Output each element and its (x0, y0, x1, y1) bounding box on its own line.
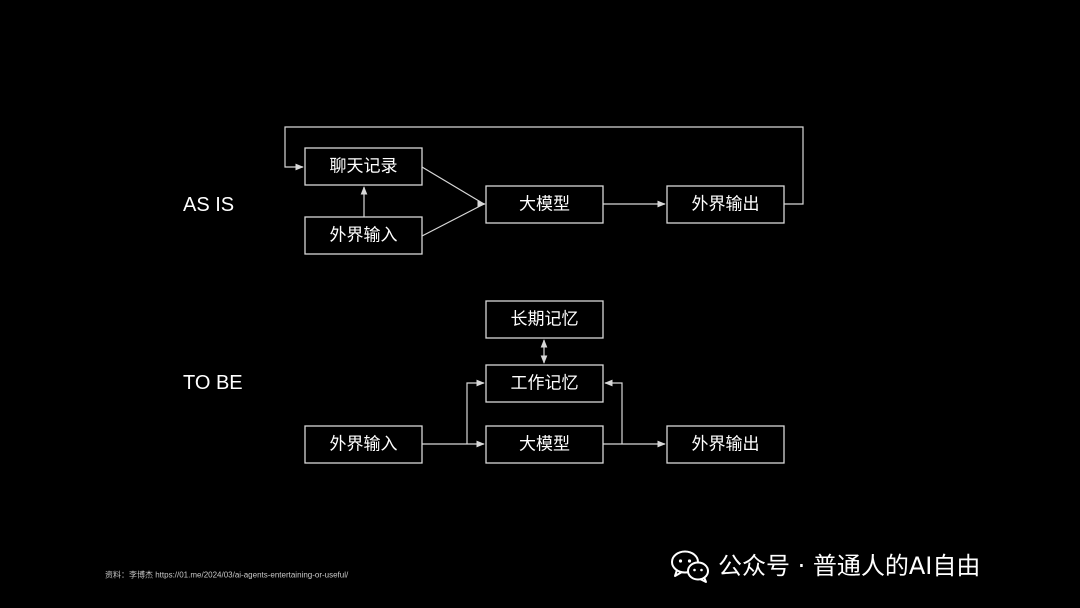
as-is-external-input-box: 外界输入 (304, 216, 423, 255)
as-is-history-to-llm-line (421, 166, 485, 205)
to-be-label: TO BE (183, 372, 243, 394)
to-be-long-term-memory-box: 长期记忆 (485, 300, 604, 339)
as-is-feedback-loop-arrow (284, 126, 804, 205)
as-is-external-output-text: 外界输出 (692, 195, 760, 215)
to-be-long-term-memory-text: 长期记忆 (511, 310, 579, 330)
source-citation: 资料：李博杰 https://01.me/2024/03/ai-agents-e… (105, 570, 349, 580)
to-be-working-memory-box: 工作记忆 (485, 364, 604, 403)
to-be-llm-box: 大模型 (485, 425, 604, 464)
to-be-input-to-working-memory-arrow (466, 379, 485, 444)
as-is-llm-text: 大模型 (519, 195, 570, 215)
wechat-icon (671, 550, 709, 583)
as-is-input-to-llm-line (421, 203, 485, 237)
to-be-llm-text: 大模型 (519, 435, 570, 455)
to-be-external-output-box: 外界输出 (666, 425, 785, 464)
to-be-external-input-text: 外界输入 (330, 435, 398, 455)
as-is-llm-box: 大模型 (485, 185, 604, 224)
to-be-external-input-box: 外界输入 (304, 425, 423, 464)
as-is-chat-history-box: 聊天记录 (304, 147, 423, 186)
to-be-working-memory-text: 工作记忆 (511, 374, 579, 394)
as-is-label: AS IS (183, 194, 234, 216)
as-is-external-input-text: 外界输入 (330, 226, 398, 246)
brand-watermark: 公众号 · 普通人的AI自由 (718, 552, 980, 580)
as-is-external-output-box: 外界输出 (666, 185, 785, 224)
as-is-chat-history-text: 聊天记录 (330, 157, 398, 177)
to-be-llm-to-working-memory-arrow (604, 379, 623, 444)
to-be-external-output-text: 外界输出 (692, 435, 760, 455)
